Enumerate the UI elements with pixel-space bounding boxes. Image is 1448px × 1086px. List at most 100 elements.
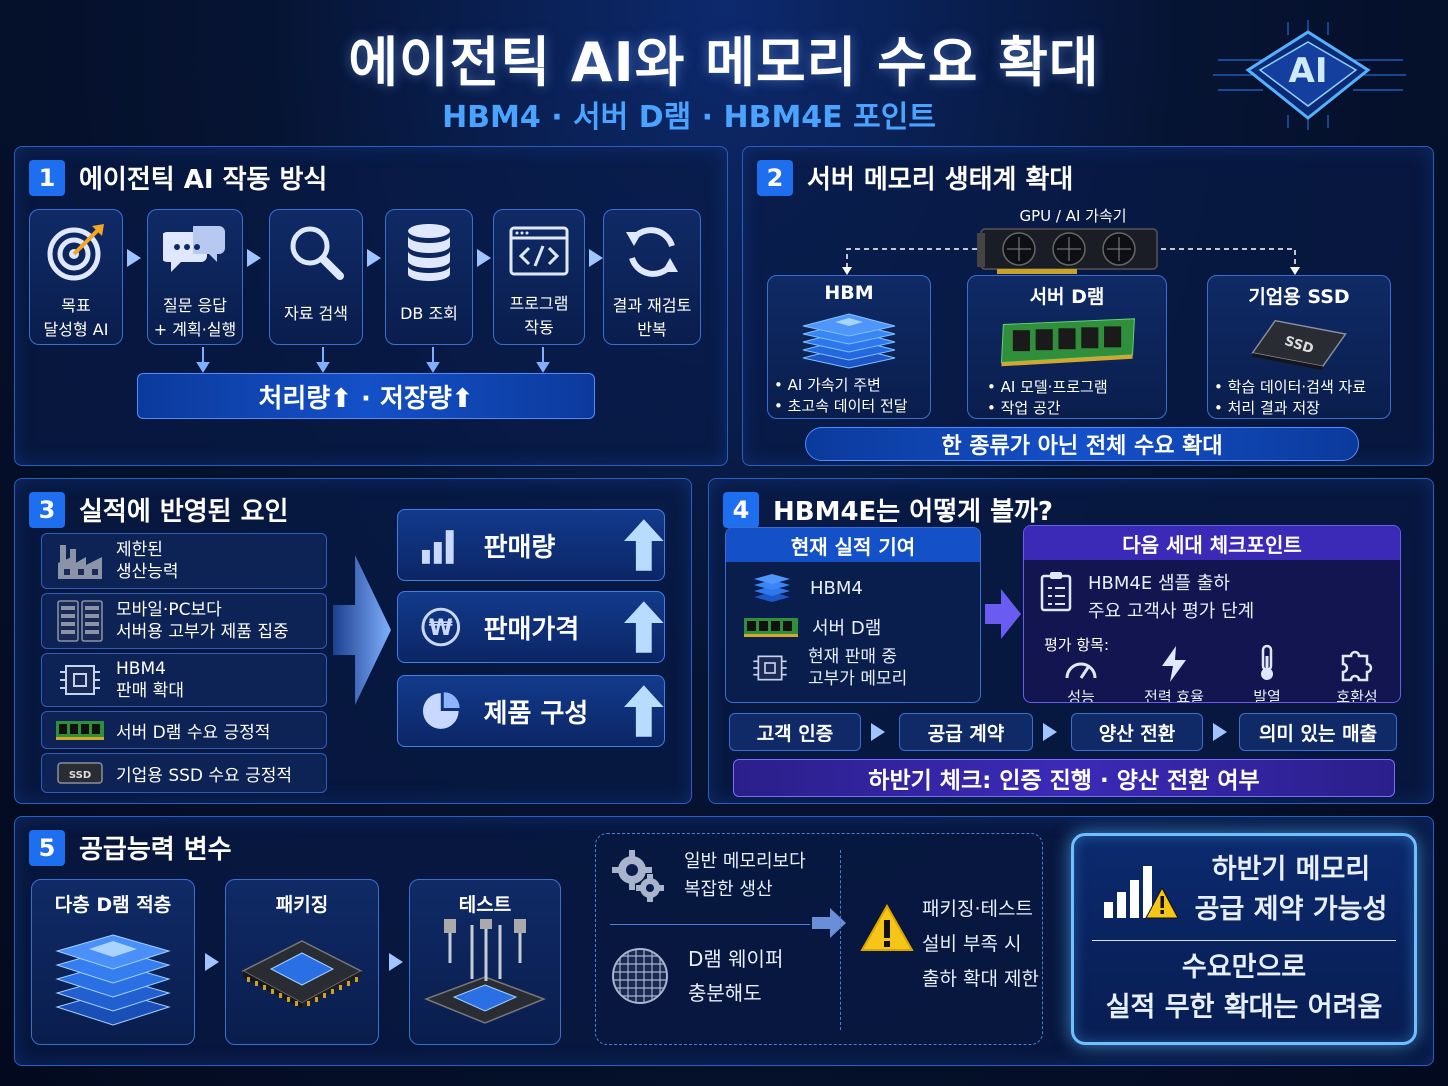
- step-search: 자료 검색: [269, 209, 363, 345]
- up-arrow-icon: [624, 519, 664, 571]
- step-supply-contract: 공급 계약: [899, 713, 1033, 751]
- step-program: 프로그램 작동: [493, 209, 585, 345]
- eval-compat-label: 호환성: [1336, 688, 1378, 703]
- chip-icon: [753, 655, 787, 681]
- eval-performance: 성능: [1044, 644, 1118, 703]
- card-dram-title: 서버 D램: [1029, 286, 1105, 308]
- step-qa-line2: + 계획·실행: [153, 320, 237, 339]
- step-goal: 목표 달성형 AI: [29, 209, 123, 345]
- eval-heat-label: 발열: [1253, 688, 1281, 703]
- ssd-text: SSD: [69, 770, 91, 781]
- metric-volume: 판매량: [397, 509, 665, 581]
- step-review: 결과 재검토 반복: [603, 209, 701, 345]
- second-half-check-bar: 하반기 체크: 인증 진행 · 양산 전환 여부: [733, 759, 1395, 797]
- effect-line1: 패키징·테스트: [922, 898, 1033, 920]
- conclusion-bottom-line2: 실적 무한 확대는 어려움: [1105, 992, 1383, 1023]
- next-gen-line2: 주요 고객사 평가 단계: [1088, 601, 1255, 622]
- current-contribution-box: 현재 실적 기여 HBM4 서버 D램 현재 판매 중: [725, 527, 981, 703]
- chat-icon: [163, 226, 225, 272]
- search-icon: [290, 226, 344, 280]
- factor-server-line1: 모바일·PC보다: [116, 600, 222, 620]
- step-qa: 질문 응답 + 계획·실행: [147, 209, 243, 345]
- gpu-connectors: [842, 248, 1300, 275]
- won-icon: ₩: [421, 607, 461, 647]
- step-db-label: DB 조회: [400, 304, 458, 323]
- arrow-icon: [127, 249, 141, 267]
- ai-chip-label: AI: [1289, 51, 1328, 91]
- step-qa-line1: 질문 응답: [163, 296, 227, 315]
- next-gen-line1: HBM4E 샘플 출하: [1088, 573, 1230, 594]
- factor-capacity-line1: 제한된: [116, 540, 163, 560]
- clipboard-icon: [1040, 572, 1072, 612]
- current-premium-line2: 고부가 메모리: [808, 669, 908, 689]
- cause-box: 일반 메모리보다 복잡한 생산 D램 웨이퍼 충분해도: [595, 833, 1043, 1045]
- gpu-card-icon: [977, 228, 1158, 274]
- bar-chart-icon: [421, 530, 454, 564]
- current-item-premium: 현재 판매 중 고부가 메모리: [726, 640, 980, 690]
- panel3-title: 실적에 반영된 요인: [79, 497, 289, 527]
- arrow-icon: [477, 249, 491, 267]
- stage-stack-label: 다층 D램 적층: [54, 894, 172, 916]
- eval-performance-label: 성능: [1067, 688, 1095, 703]
- factor-server-line2: 서버용 고부가 제품 집중: [116, 622, 289, 642]
- cause2-line2: 충분해도: [688, 981, 762, 1005]
- factory-icon: [58, 545, 102, 579]
- eval-compat: 호환성: [1320, 644, 1394, 703]
- card-ssd-title: 기업용 SSD: [1248, 286, 1350, 308]
- next-gen-box: 다음 세대 체크포인트 HBM4E 샘플 출하 주요 고객사 평가 단계 평가 …: [1023, 525, 1401, 703]
- server-icon: [57, 600, 103, 642]
- panel5-title: 공급능력 변수: [79, 835, 232, 865]
- hbm-stack-icon: [754, 574, 790, 602]
- test-probe-icon: [423, 919, 547, 1024]
- panel1-number: 1: [29, 159, 65, 196]
- metric-price: ₩ 판매가격: [397, 591, 665, 663]
- step-customer-cert: 고객 인증: [729, 713, 861, 751]
- cause1-line2: 복잡한 생산: [684, 879, 773, 900]
- package-icon: [241, 940, 363, 1009]
- conclusion-divider: [1092, 940, 1396, 941]
- step-program-line2: 작동: [524, 318, 554, 337]
- eval-label: 평가 항목:: [1044, 636, 1110, 654]
- database-icon: [408, 224, 450, 281]
- stage-test: 테스트: [409, 879, 561, 1045]
- card-hbm-title: HBM: [824, 282, 874, 304]
- panel3-number: 3: [29, 491, 65, 528]
- total-demand-bar: 한 종류가 아닌 전체 수요 확대: [805, 427, 1359, 461]
- panel4-title: HBM4E는 어떻게 볼까?: [773, 497, 1054, 527]
- up-arrow-icon: [624, 685, 664, 737]
- step-mass-production: 양산 전환: [1071, 713, 1203, 751]
- refresh-icon: [626, 227, 678, 277]
- code-icon: [509, 226, 569, 276]
- supply-warning-chart-icon: [1104, 866, 1178, 919]
- stage-packaging-label: 패키징: [275, 894, 329, 916]
- down-arrows: [196, 347, 550, 373]
- cause-vertical-divider: [840, 850, 841, 1030]
- arrow-icon: [1043, 723, 1057, 741]
- effect-text: 패키징·테스트 설비 부족 시 출하 확대 제한: [922, 892, 1039, 997]
- panel-earnings-factors: 3 실적에 반영된 요인 제한된 생산능력 모바일·PC보다 서버용 고부가 제…: [14, 478, 692, 804]
- page-title: 에이전틱 AI와 메모리 수요 확대: [348, 31, 1100, 94]
- conclusion-box: 하반기 메모리 공급 제약 가능성 수요만으로 실적 무한 확대는 어려움: [1071, 833, 1417, 1045]
- step-goal-line1: 목표: [61, 296, 91, 315]
- cause1-line1: 일반 메모리보다: [684, 851, 806, 872]
- stage-test-label: 테스트: [458, 894, 512, 916]
- puzzle-icon: [1341, 650, 1373, 682]
- panel2-number: 2: [757, 159, 793, 196]
- eval-power-label: 전력 효율: [1144, 688, 1204, 703]
- pie-chart-icon: [422, 692, 460, 729]
- warning-icon: [860, 904, 914, 951]
- card-dram-b2: • 작업 공간: [987, 399, 1061, 417]
- card-hbm: HBM • AI 가속기 주변 • 초고속 데이터 전달: [767, 275, 931, 419]
- eval-heat: 발열: [1230, 644, 1304, 703]
- conclusion-top: 하반기 메모리 공급 제약 가능성: [1186, 850, 1396, 930]
- panel-hbm4e: 4 HBM4E는 어떻게 볼까? 현재 실적 기여 HBM4 서버 D램: [708, 478, 1434, 804]
- card-hbm-b1: • AI 가속기 주변: [774, 376, 881, 394]
- dram-icon: [744, 618, 798, 637]
- stage-dram-stack: 다층 D램 적층: [31, 879, 195, 1045]
- ssd-icon: SSD: [1251, 319, 1347, 371]
- step-review-line2: 반복: [637, 320, 667, 339]
- eval-power: 전력 효율: [1134, 644, 1214, 703]
- throughput-storage-bar: 처리량⬆ · 저장량⬆: [137, 373, 595, 419]
- stage-packaging: 패키징: [225, 879, 379, 1045]
- dram-icon: [56, 721, 104, 740]
